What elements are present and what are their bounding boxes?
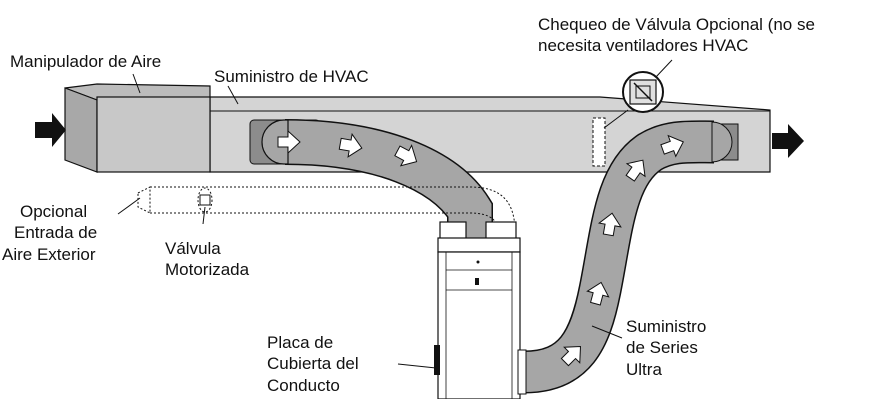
- air-handler-leader: [132, 73, 141, 94]
- return-flow-arrows: [277, 129, 418, 167]
- motorized-valve-leader: [202, 206, 206, 225]
- outside-air-label-line3: Aire Exterior: [2, 245, 96, 264]
- flow-arrow: [597, 212, 622, 237]
- valve-leader: [654, 59, 673, 79]
- valve-check-label-line2: necesita ventiladores HVAC: [538, 36, 749, 55]
- air-handler-label: Manipulador de Aire: [10, 52, 162, 71]
- hvac-supply-label: Suministro de HVAC: [214, 67, 369, 86]
- flow-arrow: [660, 134, 684, 158]
- flow-arrow: [625, 159, 646, 182]
- ultra-unit: [434, 221, 521, 399]
- outside-air-duct: [137, 186, 516, 233]
- motorized-valve: [199, 194, 211, 206]
- flow-arrow: [277, 129, 301, 155]
- motorized-valve-label-line1: Válvula: [165, 239, 221, 258]
- outlet-arrow: [772, 124, 804, 158]
- air-handler-box: [64, 83, 211, 173]
- outside-air-leader: [117, 197, 141, 215]
- ultra-supply-label-line2: de Series: [626, 338, 698, 357]
- cover-plate-label-line2: Cubierta del: [267, 354, 359, 373]
- hvac-supply-leader: [227, 85, 239, 105]
- cover-plate-label-line3: Conducto: [267, 376, 340, 395]
- supply-flow-arrows: [560, 134, 684, 367]
- check-valve-magnifier: [622, 71, 664, 113]
- valve-check-label-line1: Chequeo de Válvula Opcional (no se: [538, 15, 815, 34]
- outside-air-label-line2: Entrada de: [14, 223, 98, 242]
- ultra-supply-leader: [591, 325, 623, 339]
- inlet-arrow: [35, 113, 66, 147]
- cover-plate-label-line1: Placa de: [267, 333, 334, 352]
- flow-arrow: [338, 132, 363, 158]
- flow-arrow: [586, 281, 610, 306]
- ultra-supply-label-line1: Suministro: [626, 317, 707, 336]
- valve-leader-2: [603, 109, 629, 129]
- check-valve-slot: [592, 117, 606, 167]
- flow-arrow: [560, 345, 582, 367]
- outside-air-label-line1: Opcional: [20, 202, 88, 221]
- ultra-supply-label-line3: Ultra: [626, 360, 662, 379]
- cover-plate-leader: [397, 363, 437, 369]
- flow-arrow: [394, 144, 418, 167]
- motorized-valve-label-line2: Motorizada: [165, 260, 250, 279]
